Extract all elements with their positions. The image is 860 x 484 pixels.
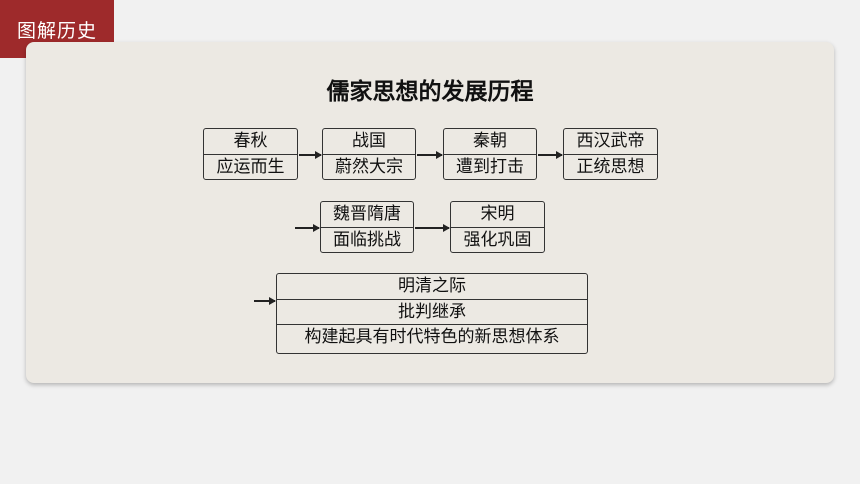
stage-box-mingqing: 明清之际 批判继承 构建起具有时代特色的新思想体系 xyxy=(276,273,588,354)
stage-box-xihan: 西汉武帝 正统思想 xyxy=(563,128,658,180)
flow-arrow xyxy=(299,151,322,158)
stage-status: 遭到打击 xyxy=(444,153,536,180)
flow-arrow xyxy=(417,151,443,158)
stage-status: 面临挑战 xyxy=(321,226,413,253)
stage-period: 魏晋隋唐 xyxy=(333,204,401,224)
stage-box-chunqiu: 春秋 应运而生 xyxy=(203,128,298,180)
stage-period: 明清之际 xyxy=(398,276,466,296)
flow-arrow xyxy=(538,151,563,158)
stage-period: 西汉武帝 xyxy=(576,131,645,151)
stage-status: 正统思想 xyxy=(564,153,657,180)
stage-period: 秦朝 xyxy=(473,131,507,151)
flow-arrow xyxy=(415,224,450,231)
stage-box-zhanguo: 战国 蔚然大宗 xyxy=(322,128,416,180)
stage-detail: 构建起具有时代特色的新思想体系 xyxy=(277,324,587,350)
stage-period: 战国 xyxy=(352,131,386,151)
stage-box-songming: 宋明 强化巩固 xyxy=(450,201,545,253)
stage-period: 春秋 xyxy=(233,131,268,151)
diagram-title: 儒家思想的发展历程 xyxy=(326,78,534,105)
stage-status: 蔚然大宗 xyxy=(323,153,415,180)
stage-status: 应运而生 xyxy=(204,153,297,180)
flow-arrow xyxy=(254,297,276,304)
stage-box-qin: 秦朝 遭到打击 xyxy=(443,128,537,180)
stage-status: 强化巩固 xyxy=(451,226,544,253)
stage-status: 批判继承 xyxy=(277,298,587,325)
stage-period: 宋明 xyxy=(480,204,515,224)
stage-box-weijin: 魏晋隋唐 面临挑战 xyxy=(320,201,414,253)
flow-arrow xyxy=(295,224,320,231)
